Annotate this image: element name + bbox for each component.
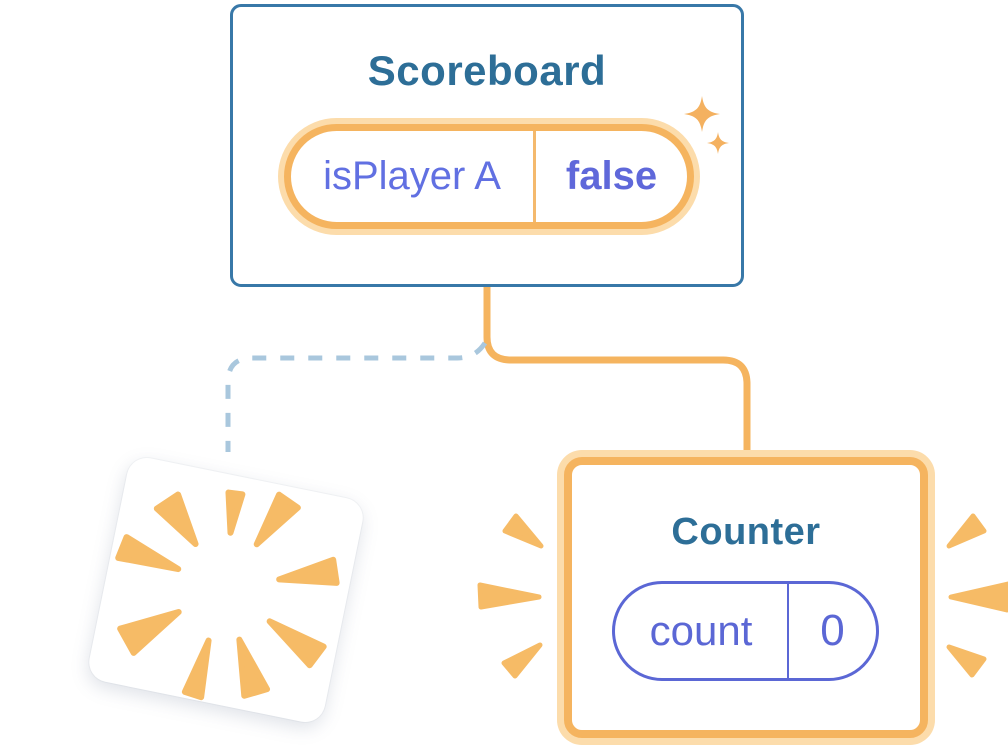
emphasis-burst-right-icon	[946, 513, 1008, 678]
state-value-label: 0	[820, 606, 845, 655]
counter-title: Counter	[671, 511, 821, 553]
pill-divider	[533, 131, 536, 222]
state-value-label: false	[565, 154, 658, 198]
poof-burst-icon	[115, 489, 340, 701]
removed-component-card	[85, 454, 367, 726]
scoreboard-state-pill: isPlayer A false	[284, 124, 694, 229]
solid-connector-line	[483, 279, 751, 466]
scoreboard-title: Scoreboard	[367, 47, 607, 94]
state-key-label: count	[649, 607, 753, 654]
scoreboard-card: Scoreboard isPlayer A false	[230, 4, 744, 287]
pill-divider	[787, 584, 789, 678]
counter-card: Counter count 0	[564, 457, 928, 738]
state-key-label: isPlayer A	[323, 154, 501, 198]
dashed-connector-line	[225, 341, 488, 452]
emphasis-burst-left-icon	[477, 513, 544, 679]
counter-state-pill: count 0	[612, 581, 879, 681]
